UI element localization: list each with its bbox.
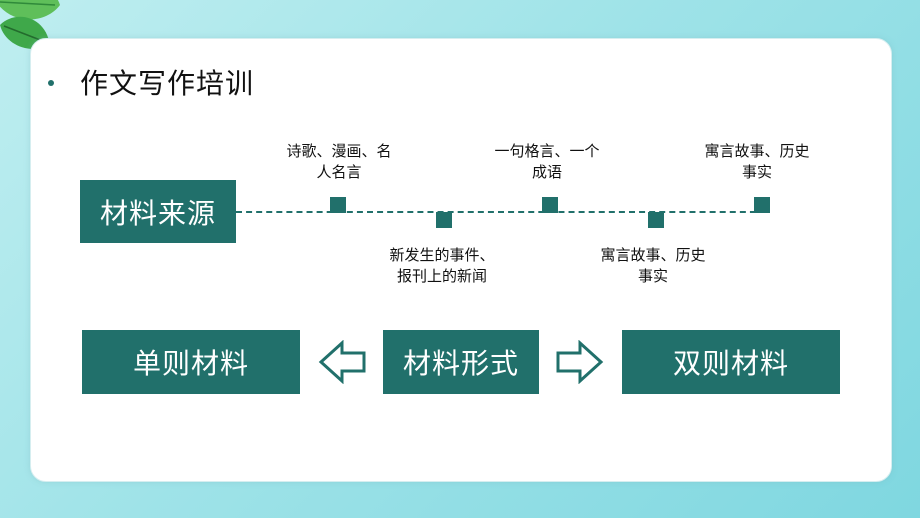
- single-material-box: 单则材料: [82, 330, 300, 394]
- bottom-label-2-line2: 事实: [637, 267, 668, 285]
- top-label-1: 诗歌、漫画、名 人名言: [272, 141, 406, 183]
- timeline-marker-3: [542, 197, 558, 213]
- top-label-3-line1: 寓言故事、历史: [704, 142, 810, 160]
- top-label-2-line2: 成语: [531, 163, 562, 181]
- timeline-marker-2: [436, 212, 452, 228]
- double-material-box: 双则材料: [622, 330, 840, 394]
- top-label-3: 寓言故事、历史 事实: [690, 141, 824, 183]
- material-form-box: 材料形式: [383, 330, 539, 394]
- arrow-right-icon: [556, 340, 604, 384]
- bottom-label-1: 新发生的事件、 报刊上的新闻: [372, 245, 512, 287]
- bottom-label-1-line1: 新发生的事件、: [389, 246, 495, 264]
- source-box: 材料来源: [80, 180, 236, 243]
- content-card: [30, 38, 892, 482]
- arrow-left-icon: [318, 340, 366, 384]
- top-label-1-line2: 人名言: [316, 163, 362, 181]
- page-title: 作文写作培训: [80, 67, 255, 100]
- top-label-2: 一句格言、一个 成语: [480, 141, 614, 183]
- timeline-marker-1: [330, 197, 346, 213]
- timeline-marker-5: [754, 197, 770, 213]
- bottom-label-1-line2: 报刊上的新闻: [396, 267, 487, 285]
- top-label-3-line2: 事实: [741, 163, 772, 181]
- timeline-line: [236, 211, 766, 213]
- top-label-2-line1: 一句格言、一个: [494, 142, 600, 160]
- bullet-dot: [48, 80, 54, 86]
- bottom-label-2: 寓言故事、历史 事实: [586, 245, 720, 287]
- bottom-label-2-line1: 寓言故事、历史: [600, 246, 706, 264]
- top-label-1-line1: 诗歌、漫画、名: [286, 142, 392, 160]
- timeline-marker-4: [648, 212, 664, 228]
